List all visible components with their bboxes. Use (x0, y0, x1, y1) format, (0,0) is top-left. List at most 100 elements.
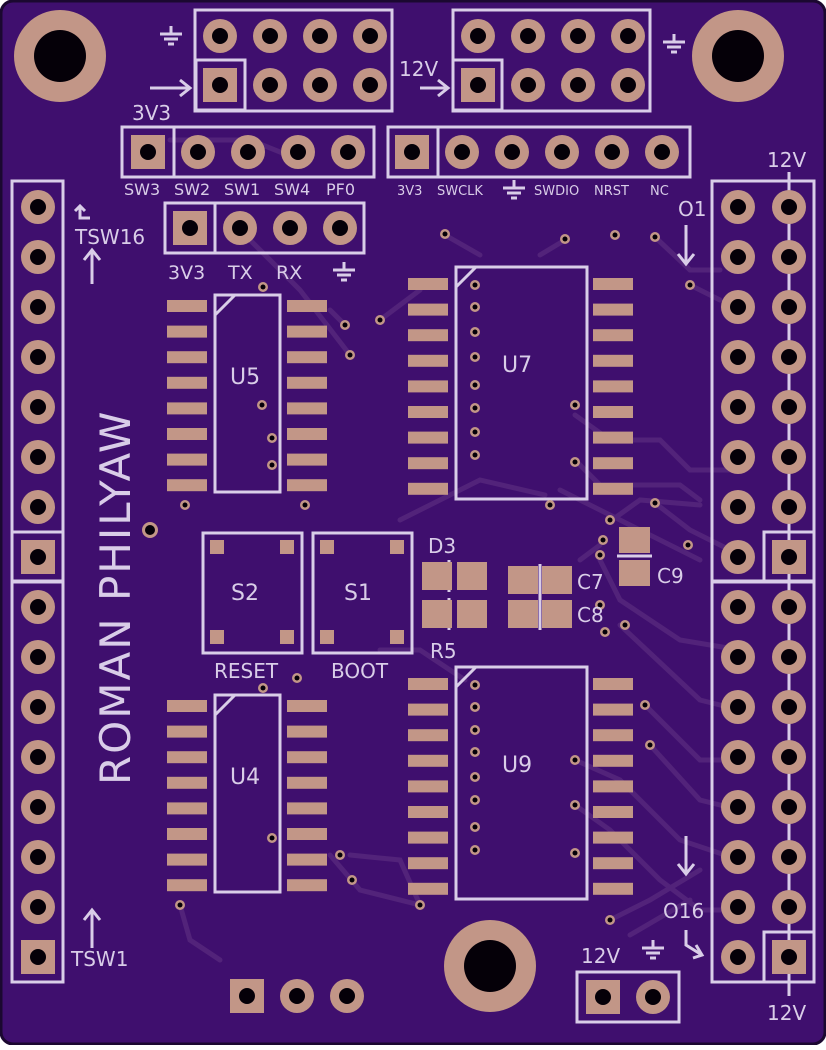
via-48 (335, 850, 345, 860)
connector-right-a-pin-13-drill (730, 799, 746, 815)
via-6-drill (687, 282, 693, 288)
connector-right-b-pin-15 (772, 890, 806, 924)
connector-left-pin-5 (21, 390, 55, 424)
label-d3: D3 (428, 534, 456, 558)
s1-pad-3 (320, 630, 334, 644)
trace-16 (177, 902, 223, 963)
connector-left-pin-10 (21, 640, 55, 674)
u7-pad-left-7 (408, 431, 448, 444)
connector-right-b-pin-6-drill (781, 449, 797, 465)
connector-right-b-pin-14 (772, 840, 806, 874)
header-swd-pin-4 (545, 135, 579, 169)
connector-right-a-pin-9-drill (730, 599, 746, 615)
header-sw-pin-5-drill (340, 144, 356, 160)
label-u5: U5 (230, 365, 260, 390)
connector-left-pin-7 (21, 490, 55, 524)
tsw16-turn-arrow (73, 203, 90, 220)
connector-left-pin-1-drill (30, 199, 46, 215)
u9-pad-left-8 (408, 857, 448, 870)
u5-pad-right-4 (287, 376, 327, 389)
via-9-drill (347, 352, 353, 358)
s2-body-outline (201, 531, 304, 655)
connector-left-pin-2-drill (30, 249, 46, 265)
via-29 (595, 550, 605, 560)
d3-pad-2 (457, 562, 487, 590)
connector-right-b-pin-12 (772, 740, 806, 774)
via-5 (610, 230, 620, 240)
u4-pad-left-2 (167, 725, 207, 738)
bottom-header-pin-1 (230, 979, 264, 1013)
c9-pad-2 (619, 560, 650, 586)
via-53-drill (294, 675, 300, 681)
header-sw-pin-4 (281, 135, 315, 169)
via-14 (470, 380, 480, 390)
u5-pad-right-8 (287, 479, 327, 492)
connector-left-pin-15-drill (30, 899, 46, 915)
label-rx: RX (276, 262, 302, 284)
label-swd-3v3: 3V3 (397, 184, 422, 199)
via-27-drill (607, 517, 613, 523)
via-45-drill (572, 850, 578, 856)
via-36-drill (472, 704, 478, 710)
s2-pad-1 (210, 540, 224, 554)
u7-pad-right-3 (593, 329, 633, 342)
swd-top-right-row2-pin-4 (611, 68, 645, 102)
connector-right-b-pin-11 (772, 690, 806, 724)
via-26-drill (652, 500, 658, 506)
u9-pad-left-2 (408, 703, 448, 716)
header-swd-pin-3-drill (504, 144, 520, 160)
trace-27 (687, 282, 723, 303)
d3-pad-1 (422, 562, 452, 590)
via-21-drill (269, 435, 275, 441)
via-41 (470, 822, 480, 832)
via-31 (683, 540, 693, 550)
label-12v-top: 12V (399, 57, 438, 81)
u7-pad-left-2 (408, 303, 448, 316)
connector-right-a-pin-7 (721, 490, 755, 524)
connector-left-pin-4-drill (30, 349, 46, 365)
via-32 (620, 620, 630, 630)
swd-top-right-row2-pin-3-drill (570, 77, 586, 93)
u4-pad-left-3 (167, 751, 207, 764)
via-12-drill (472, 329, 478, 335)
via-5-drill (612, 232, 618, 238)
via-2 (440, 229, 450, 239)
via-52 (605, 915, 615, 925)
bottom-header-pin-3 (330, 979, 364, 1013)
via-24 (180, 500, 190, 510)
header-sw-first-pin-outline (120, 125, 176, 179)
via-50-drill (177, 902, 183, 908)
via-14-drill (472, 382, 478, 388)
label-reset: RESET (214, 659, 279, 683)
header-uart-pin-2 (223, 211, 257, 245)
via-12 (470, 327, 480, 337)
u5-pad-left-8 (167, 479, 207, 492)
u7-pad-right-2 (593, 303, 633, 316)
trace-25 (537, 237, 568, 258)
connector-right-a-pin-2-drill (730, 249, 746, 265)
connector-right-a-pin-11-drill (730, 699, 746, 715)
u9-pad-right-9 (593, 882, 633, 895)
header-uart-first-pin-outline (163, 201, 217, 255)
header-swd-first-pin-outline (386, 125, 440, 179)
connector-right-a-pin-10 (721, 640, 755, 674)
swd-top-left-row1-pin-2-drill (262, 28, 278, 44)
connector-left-pin-16 (21, 940, 55, 974)
via-37-drill (472, 727, 478, 733)
via-30-drill (547, 502, 553, 508)
u4-pad-right-7 (287, 853, 327, 866)
u5-body-outline (213, 293, 282, 494)
connector-right-a-pin-15 (721, 890, 755, 924)
label-12v-right-top: 12V (767, 148, 806, 172)
swd-top-left-row1-pin-4-drill (362, 28, 378, 44)
u7-pad-left-5 (408, 380, 448, 393)
swd-top-right-row2-pin-4-drill (620, 77, 636, 93)
header-swd-pin-4-drill (554, 144, 570, 160)
u4-pad-left-8 (167, 879, 207, 892)
swd-top-left-row1-pin-1 (203, 19, 237, 53)
via-21 (267, 433, 277, 443)
u5-pad-right-6 (287, 428, 327, 440)
connector-right-b-pin-2-drill (781, 249, 797, 265)
label-sw2: SW2 (174, 180, 210, 199)
connector-left-pin-14 (21, 840, 55, 874)
